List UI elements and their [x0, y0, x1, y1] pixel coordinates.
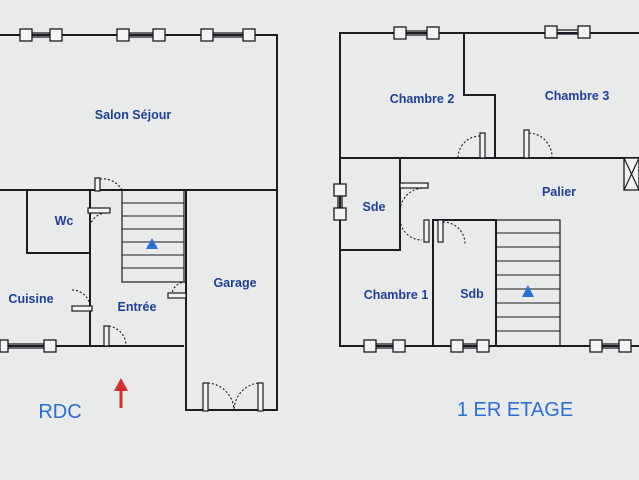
- salon-window-1: [19, 28, 63, 42]
- wc-wall: [26, 189, 91, 254]
- upper-floor-plan: Chambre 2 Chambre 3 Palier Sde Chambre 1…: [333, 25, 639, 421]
- sdb-door: [437, 219, 466, 245]
- garage-door-inner: [167, 281, 187, 299]
- room-label-garage: Garage: [213, 276, 256, 290]
- entree-front-door: [103, 325, 127, 347]
- ground-exterior-wall: [0, 34, 278, 411]
- entry-arrow-icon: [114, 378, 128, 408]
- sdb-window: [450, 339, 490, 353]
- cuisine-window: [0, 339, 57, 353]
- wc-door: [87, 207, 111, 227]
- room-label-chambre3: Chambre 3: [545, 89, 610, 103]
- salon-door: [94, 177, 123, 192]
- floor-label-ground: RDC: [38, 401, 81, 423]
- garage-big-door: [202, 382, 264, 412]
- upper-staircase: [495, 219, 561, 347]
- floor-label-upper: 1 ER ETAGE: [457, 399, 573, 421]
- chambre3-left-wall: [463, 94, 496, 159]
- chambre1-window: [363, 339, 406, 353]
- chambre3-door: [523, 129, 553, 159]
- chambre1-door: [423, 219, 430, 243]
- room-label-wc: Wc: [55, 214, 74, 228]
- salon-window-2: [116, 28, 166, 42]
- chambre3-window: [544, 25, 591, 39]
- cuisine-door: [71, 289, 93, 312]
- room-label-entree: Entrée: [118, 300, 157, 314]
- room-label-chambre1: Chambre 1: [364, 288, 429, 302]
- room-label-chambre2: Chambre 2: [390, 92, 455, 106]
- upper-stair-arrow-icon: [522, 285, 534, 297]
- sde-door: [399, 182, 429, 241]
- palier-window: [589, 339, 632, 353]
- room-label-sdb: Sdb: [460, 287, 484, 301]
- room-label-cuisine: Cuisine: [8, 292, 53, 306]
- room-label-salon: Salon Séjour: [95, 108, 172, 122]
- chambre2-window: [393, 26, 440, 40]
- palier-box: [623, 157, 639, 191]
- room-label-palier: Palier: [542, 185, 576, 199]
- ground-staircase: [121, 189, 185, 283]
- ground-floor-plan: Salon Séjour Wc Cuisine Entrée Garage RD…: [0, 28, 278, 423]
- room-label-sde: Sde: [363, 200, 386, 214]
- sde-window: [333, 183, 347, 221]
- salon-window-3: [200, 28, 256, 42]
- chambre2-door: [457, 132, 486, 159]
- stair-arrow-icon: [146, 238, 158, 249]
